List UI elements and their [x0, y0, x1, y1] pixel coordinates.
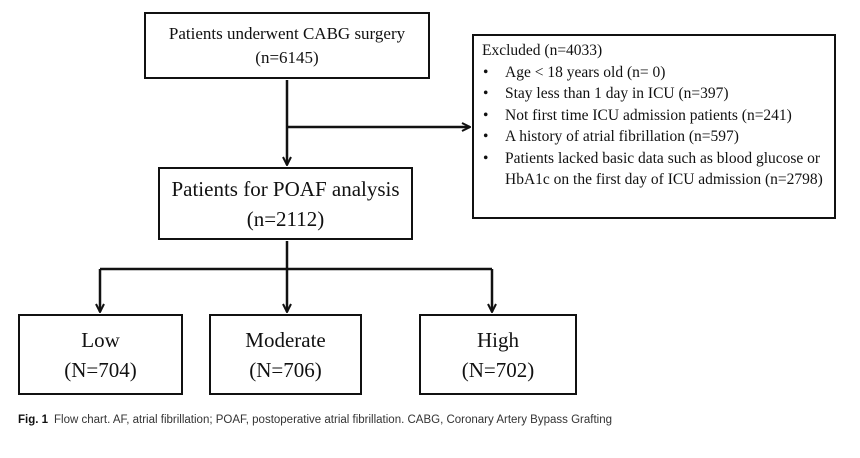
figure-caption: Fig. 1 Flow chart. AF, atrial fibrillatio… [18, 414, 612, 426]
group-low-label: Low [81, 327, 120, 352]
excluded-item: Age < 18 years old (n= 0) [482, 62, 826, 84]
box-group-moderate: Moderate (N=706) [209, 314, 362, 395]
box-group-low: Low (N=704) [18, 314, 183, 395]
group-high-count: (N=702) [461, 357, 535, 382]
box-poaf-analysis: Patients for POAF analysis (n=2112) [158, 167, 413, 240]
figure-caption-text: Flow chart. AF, atrial fibrillation; POA… [54, 414, 613, 426]
box-excluded: Excluded (n=4033) Age < 18 years old (n=… [472, 34, 836, 219]
excluded-item: Stay less than 1 day in ICU (n=397) [482, 83, 826, 105]
excluded-title: Excluded (n=4033) [482, 42, 603, 59]
figure-caption-label: Fig. 1 [18, 414, 49, 426]
box-poaf-analysis-label: Patients for POAF analysis [171, 176, 400, 201]
excluded-item: A history of atrial fibrillation (n=597) [482, 126, 826, 148]
group-moderate-count: (N=706) [249, 357, 322, 382]
box-group-high: High (N=702) [419, 314, 577, 395]
box-cabg-patients: Patients underwent CABG surgery (n=6145) [144, 12, 430, 79]
box-cabg-patients-count: (n=6145) [255, 47, 319, 67]
excluded-item: Not first time ICU admission patients (n… [482, 105, 826, 127]
excluded-item: Patients lacked basic data such as blood… [482, 148, 826, 191]
excluded-list: Age < 18 years old (n= 0) Stay less than… [482, 62, 826, 191]
box-poaf-analysis-count: (n=2112) [246, 206, 325, 231]
group-moderate-label: Moderate [245, 327, 326, 352]
group-high-label: High [477, 327, 519, 352]
box-cabg-patients-label: Patients underwent CABG surgery [168, 23, 406, 43]
group-low-count: (N=704) [64, 357, 137, 382]
